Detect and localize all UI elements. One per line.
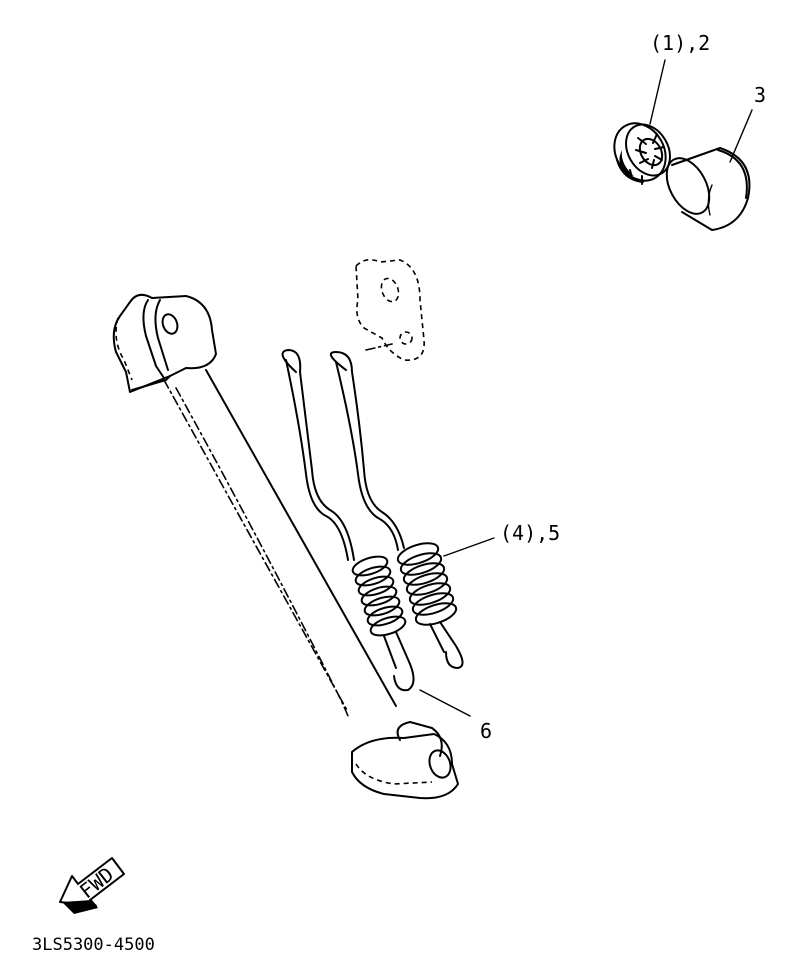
- side-stand: [112, 293, 459, 800]
- end-cap: [665, 147, 751, 231]
- spring-left: [281, 349, 415, 692]
- forward-arrow-text: FWD: [75, 862, 118, 903]
- coil-right: [396, 542, 458, 626]
- castle-nut: [613, 122, 671, 185]
- label-springs: (4),5: [500, 521, 560, 545]
- label-end-cap: 3: [754, 83, 766, 107]
- forward-arrow-icon: FWD: [59, 857, 125, 914]
- label-pin: 6: [480, 719, 492, 743]
- diagram-code: 3LS5300-4500: [32, 935, 155, 955]
- coil-left: [351, 555, 407, 637]
- label-castle-nut: (1),2: [650, 31, 710, 55]
- leader-lines: [419, 59, 753, 717]
- mounting-bracket: [355, 258, 425, 361]
- spring-right: [329, 351, 464, 669]
